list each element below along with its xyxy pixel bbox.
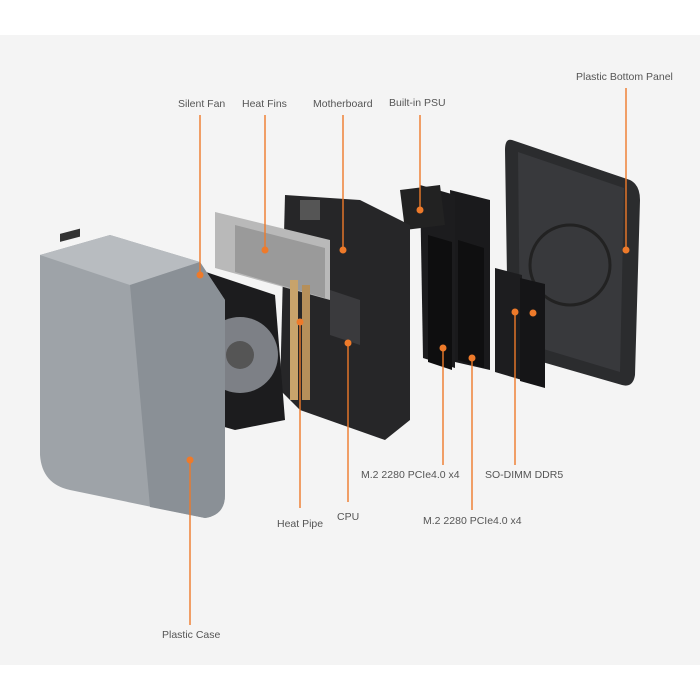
dot-m2-1: [439, 344, 447, 352]
dot-built-in-psu: [416, 206, 424, 214]
dot-so-dimm: [511, 308, 519, 316]
label-motherboard: Motherboard: [313, 98, 373, 110]
dot-motherboard: [339, 246, 347, 254]
so-dimm-modules: [495, 268, 545, 388]
label-so-dimm: SO-DIMM DDR5: [485, 469, 564, 481]
label-heat-fins: Heat Fins: [242, 98, 287, 110]
built-in-psu: [400, 185, 445, 230]
label-plastic-case: Plastic Case: [162, 629, 221, 641]
label-plastic-bottom-panel: Plastic Bottom Panel: [576, 71, 673, 83]
dot-bottom-panel: [622, 246, 630, 254]
label-m2-slot-1: M.2 2280 PCIe4.0 x4: [361, 469, 460, 481]
label-silent-fan: Silent Fan: [178, 98, 226, 110]
m2-ssds: [420, 185, 490, 370]
dot-heat-fins: [261, 246, 269, 254]
dot-cpu: [344, 339, 352, 347]
label-built-in-psu: Built-in PSU: [389, 97, 446, 109]
dot-so-dimm-2: [529, 309, 537, 317]
label-cpu: CPU: [337, 511, 360, 523]
dot-silent-fan: [196, 271, 204, 279]
plastic-case: [40, 228, 225, 518]
heat-fins: [215, 212, 330, 300]
heat-pipe: [290, 280, 310, 400]
label-m2-slot-2: M.2 2280 PCIe4.0 x4: [423, 515, 522, 527]
dot-plastic-case: [186, 456, 194, 464]
label-heat-pipe: Heat Pipe: [277, 518, 324, 530]
dot-m2-2: [468, 354, 476, 362]
dot-heat-pipe: [296, 318, 304, 326]
